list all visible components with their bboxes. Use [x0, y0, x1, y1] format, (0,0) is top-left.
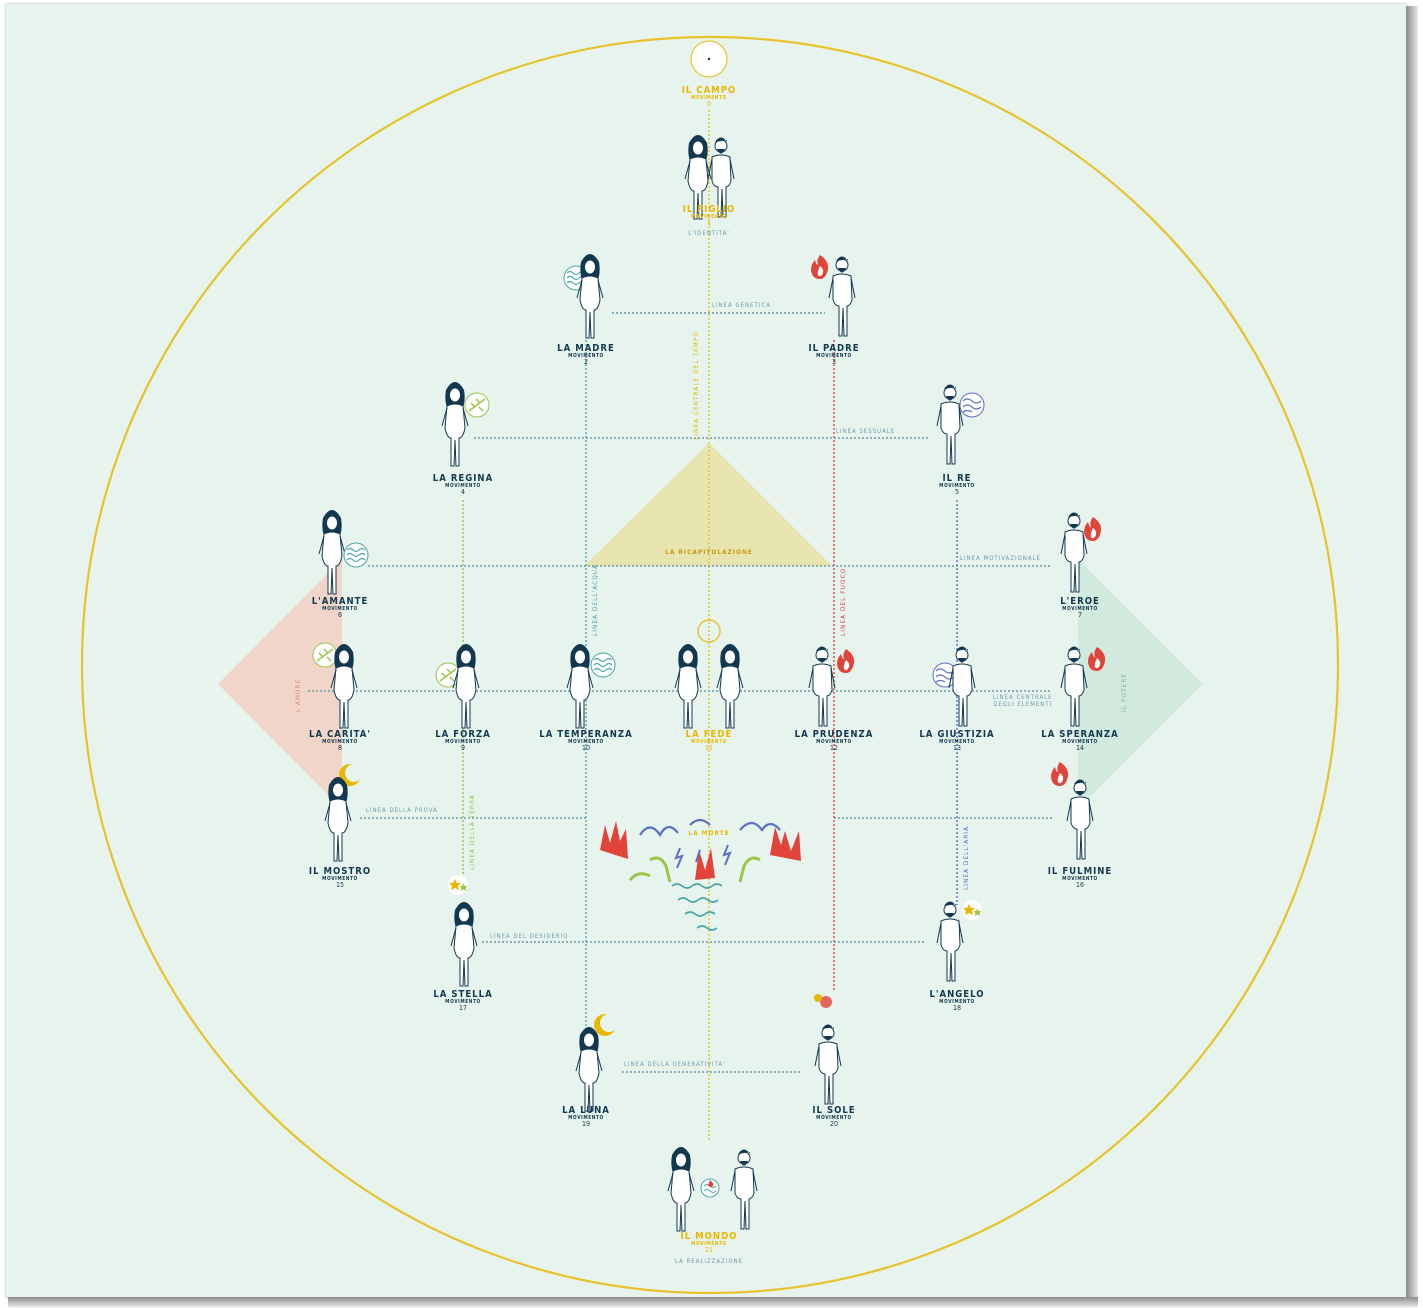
figure-il-padre: [811, 255, 855, 336]
motivational-line-label: LINEA MOTIVAZIONALE: [960, 555, 1041, 562]
love-label: L'AMORE: [294, 679, 302, 712]
recapitulation-label: LA RICAPITOLAZIONE: [665, 548, 753, 556]
figure-la-giustizia: [933, 647, 975, 727]
figure-la-luna: [576, 1014, 618, 1111]
figure-la-stella: [448, 875, 477, 986]
genetic-line-label: LINEA GENETICA: [712, 302, 771, 309]
realization-label: LA REALIZZAZIONE: [675, 1258, 743, 1265]
figure-la-prudenza: [809, 647, 854, 727]
figure-il-mondo: [668, 1147, 757, 1231]
identity-label: L'IDENTITA': [688, 230, 730, 237]
fire-line-label: LINEA DEL FUOCO: [839, 568, 847, 636]
figure-la-madre: [564, 254, 603, 338]
air-line-label: LINEA DELL'ARIA: [962, 826, 970, 890]
trial-line-label: LINEA DELLA PROVA: [366, 807, 438, 814]
central-time-line-label: LINEA CENTRALE DEL TEMPO: [692, 331, 700, 440]
generativity-line-label: LINEA DELLA GENERATIVITA': [624, 1061, 726, 1068]
figure-la-forza: [436, 644, 479, 728]
figure-la-regina: [442, 382, 489, 466]
water-line-label: LINEA DELL'ACQUA: [591, 564, 599, 636]
figure-l-angelo: [937, 900, 982, 981]
figure-il-re: [937, 385, 984, 465]
power-label: IL POTERE: [1120, 673, 1128, 712]
sexual-line-label: LINEA SESSUALE: [836, 428, 895, 435]
death-label: LA MORTE: [688, 829, 729, 837]
figure-la-temperanza: [567, 644, 615, 728]
earth-line-label: LINEA DELLA TERRA: [468, 794, 476, 870]
desire-line-label: LINEA DEL DESIDERIO: [490, 933, 568, 940]
figure-il-sole: [814, 994, 841, 1104]
